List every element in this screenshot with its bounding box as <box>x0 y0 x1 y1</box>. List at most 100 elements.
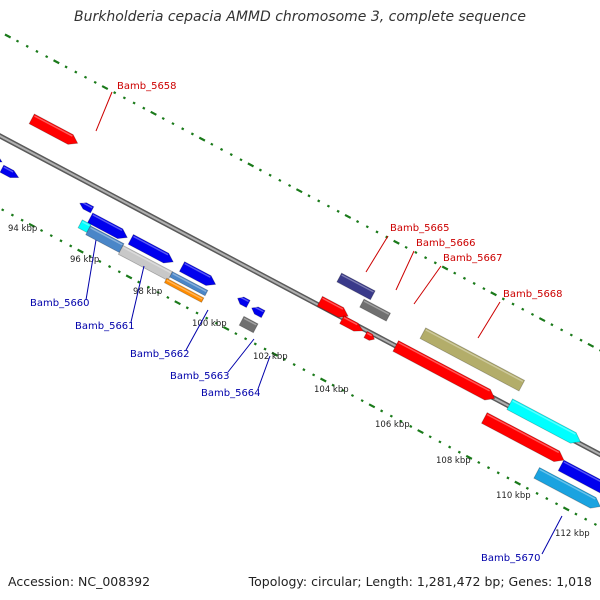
gene-feature-highlight <box>133 235 169 256</box>
gene-feature <box>419 327 526 392</box>
gene-feature <box>557 459 600 494</box>
scale-dot-outer <box>181 127 185 131</box>
gene-feature <box>533 467 600 509</box>
gene-label-leader <box>130 265 145 323</box>
scale-dot-outer <box>344 213 352 219</box>
scale-dot-inner <box>28 222 36 228</box>
gene-feature <box>316 295 349 318</box>
scale-dot-inner <box>331 383 335 387</box>
scale-dot-inner <box>428 435 432 439</box>
scale-dot-inner <box>1 208 5 212</box>
gene-label-leader <box>185 309 209 351</box>
scale-dot-outer <box>122 96 126 100</box>
gene-feature-highlight <box>184 263 211 278</box>
scale-dot-inner <box>125 274 133 280</box>
scale-dot-inner <box>554 502 559 506</box>
scale-dot-inner <box>234 332 238 336</box>
gene-feature-highlight <box>363 300 390 315</box>
gene-feature <box>79 202 95 214</box>
scale-dot-inner <box>117 270 121 274</box>
scale-dot-outer <box>198 136 206 142</box>
scale-dot-inner <box>185 306 189 310</box>
scale-dot-inner <box>350 393 355 398</box>
scale-dot-inner <box>195 311 199 315</box>
gene-label-leader <box>85 239 97 301</box>
scale-dot-outer <box>538 317 546 323</box>
scale-dot-inner <box>360 399 364 403</box>
scale-dot-outer <box>326 204 331 208</box>
gene-label: Bamb_5660 <box>30 298 90 309</box>
gene-feature <box>480 412 565 463</box>
scale-dot-outer <box>93 80 97 84</box>
gene-label-leader <box>257 355 271 390</box>
scale-dot-inner <box>535 491 539 495</box>
scale-tick-label: 96 kbp <box>70 255 99 265</box>
scale-dot-inner <box>399 419 403 423</box>
scale-dot-outer <box>472 281 476 285</box>
gene-feature-highlight <box>239 296 249 303</box>
gene-label: Bamb_5663 <box>170 371 230 382</box>
scale-dot-inner <box>282 357 287 361</box>
scale-dot-inner <box>584 517 588 521</box>
gene-feature-highlight <box>166 279 203 300</box>
gene-label-leader <box>227 338 255 373</box>
scale-dot-outer <box>404 245 408 249</box>
scale-dot-outer <box>521 307 525 311</box>
scale-dot-outer <box>210 142 214 146</box>
gene-label-leader <box>477 301 501 339</box>
gene-feature-highlight <box>425 329 524 383</box>
scale-dot-outer <box>4 33 12 39</box>
gene-feature-highlight <box>322 297 344 310</box>
scale-dot-inner <box>137 280 141 284</box>
scale-dot-inner <box>506 476 510 480</box>
gene-feature <box>127 233 174 264</box>
scale-dot-outer <box>511 302 515 306</box>
gene-feature-highlight <box>34 115 73 137</box>
scale-dot-outer <box>64 65 68 69</box>
gene-feature-highlight <box>3 166 14 173</box>
scale-dot-inner <box>514 480 521 486</box>
scale-dot-outer <box>530 312 535 316</box>
gene-feature-highlight <box>92 214 123 232</box>
scale-dot-inner <box>319 377 327 383</box>
scale-dot-outer <box>441 265 449 271</box>
scale-dot-inner <box>205 316 209 320</box>
topology-text: Topology: circular; Length: 1,281,472 bp… <box>248 574 592 589</box>
scale-dot-outer <box>550 323 554 327</box>
scale-dot-outer <box>307 194 311 198</box>
scale-dot-outer <box>171 122 175 126</box>
gene-label: Bamb_5661 <box>75 321 135 332</box>
gene-label: Bamb_5667 <box>443 253 503 264</box>
scale-tick-label: 106 kbp <box>375 420 410 430</box>
scale-dot-inner <box>88 254 92 258</box>
gene-label: Bamb_5670 <box>481 553 541 564</box>
scale-dot-inner <box>438 440 442 444</box>
scale-dot-inner <box>263 347 267 351</box>
gene-label-leader <box>95 91 113 132</box>
scale-tick-label: 100 kbp <box>192 319 227 329</box>
gene-feature-highlight <box>398 342 490 392</box>
scale-dot-inner <box>593 522 597 526</box>
scale-dot-inner <box>59 239 63 243</box>
scale-dot-outer <box>247 162 255 168</box>
gene-feature-highlight <box>563 461 600 482</box>
scale-dot-inner <box>368 403 376 409</box>
scale-dot-inner <box>417 429 424 435</box>
scale-dot-inner <box>156 290 160 294</box>
scale-dot-inner <box>409 424 413 428</box>
scale-dot-inner <box>486 466 491 470</box>
scale-dot-inner <box>448 445 452 449</box>
scale-dot-inner <box>312 373 316 377</box>
scale-dot-inner <box>465 454 473 460</box>
gene-label: Bamb_5666 <box>416 238 476 249</box>
scale-dot-outer <box>501 297 505 301</box>
scale-dot-outer <box>150 110 157 116</box>
scale-dot-outer <box>482 287 486 291</box>
scale-dot-outer <box>161 116 165 121</box>
scale-dot-inner <box>244 337 248 341</box>
scale-dot-inner <box>39 228 44 233</box>
gene-feature-highlight <box>243 317 257 326</box>
scale-dot-outer <box>365 225 369 229</box>
scale-dot-outer <box>229 153 233 157</box>
